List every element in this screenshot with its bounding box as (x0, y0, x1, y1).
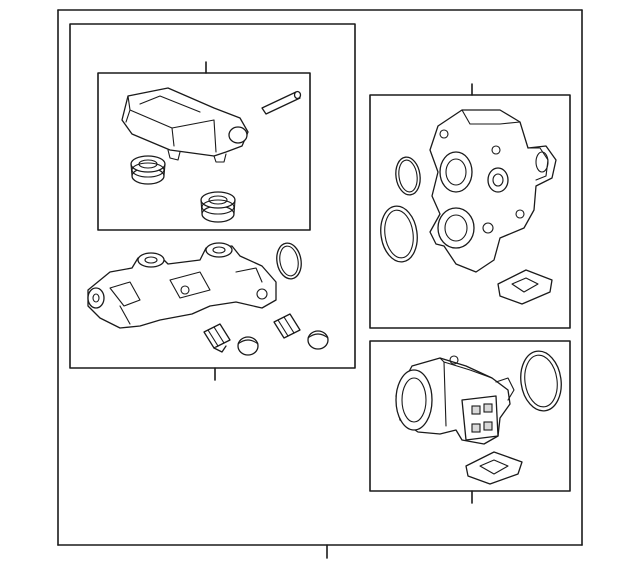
grommet-2 (200, 191, 236, 223)
motor-gasket (465, 451, 523, 485)
master-oring (276, 242, 302, 280)
pump-oring-large (380, 205, 418, 263)
motor-assembly-box (369, 340, 571, 504)
cap-2 (307, 330, 329, 350)
cap-1 (237, 336, 259, 356)
sensor-plug-2 (273, 313, 301, 339)
pump-housing (429, 109, 557, 273)
pump-oring-small (395, 156, 421, 196)
reservoir-tank (121, 87, 249, 163)
motor-oring (520, 350, 562, 412)
master-cylinder-body (87, 242, 277, 329)
reservoir-kit-box (97, 61, 311, 231)
motor (395, 355, 515, 445)
outer-frame (57, 9, 583, 559)
sensor-plug-1 (203, 323, 231, 353)
pump-housing-box (369, 83, 571, 329)
master-cylinder-box (69, 23, 356, 381)
grommet-1 (130, 155, 166, 185)
reservoir-pin (261, 90, 302, 115)
pump-gasket (497, 269, 553, 305)
